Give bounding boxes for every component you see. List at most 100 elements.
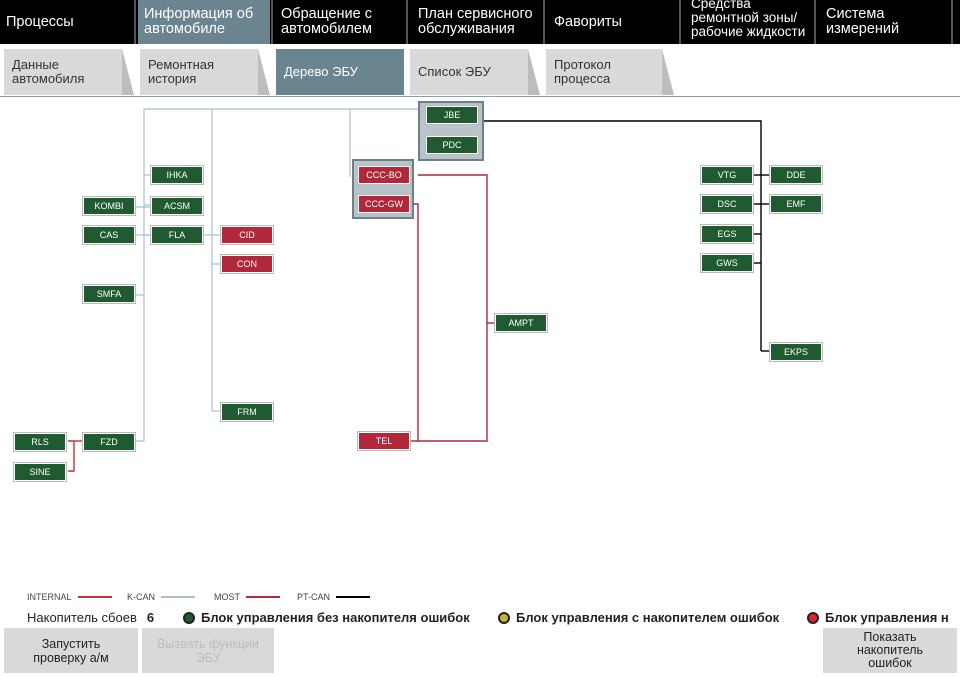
tab-processes[interactable]: Процессы <box>0 0 134 44</box>
tab-measuring-system[interactable]: Система измерений <box>820 0 950 44</box>
ptcan-lines <box>482 120 769 352</box>
ecu-con[interactable]: CON <box>220 254 274 274</box>
legend-most-label: MOST <box>214 592 240 602</box>
most-lines <box>410 174 494 442</box>
legend-internal-label: INTERNAL <box>27 592 72 602</box>
tab-vehicle-info[interactable]: Информация об автомобиле <box>138 0 270 44</box>
ecu-ccc-gw[interactable]: CCC-GW <box>357 194 411 214</box>
ecu-jbe-label: JBE <box>443 110 461 120</box>
ecu-vtg[interactable]: VTG <box>700 165 754 185</box>
tab-vehicle-info-label: Информация об автомобиле <box>144 6 254 37</box>
ecu-ccc-bo[interactable]: CCC-BO <box>357 165 411 185</box>
ecu-tel[interactable]: TEL <box>357 431 411 451</box>
ecu-gws[interactable]: GWS <box>700 253 754 273</box>
legend-ptcan-label: PT-CAN <box>297 592 331 602</box>
tab-divider <box>271 0 273 44</box>
ecu-gws-label: GWS <box>716 258 738 268</box>
tab-fold-decoration <box>528 49 540 95</box>
legend-most: MOST <box>214 592 280 602</box>
ecu-pdc-label: PDC <box>442 140 462 150</box>
fault-memory-label: Накопитель сбоев <box>27 610 137 625</box>
top-navigation: Процессы Информация об автомобиле Обраще… <box>0 0 960 44</box>
tab-measuring-system-label: Система измерений <box>826 6 900 37</box>
ecu-smfa-label: SMFA <box>96 289 122 299</box>
legend-kcan-label: K-CAN <box>127 592 156 602</box>
subtab-ecu-list[interactable]: Список ЭБУ <box>410 49 540 95</box>
tab-workshop-tools-label: Средства ремонтной зоны/ рабочие жидкост… <box>691 0 806 39</box>
ecu-egs[interactable]: EGS <box>700 224 754 244</box>
call-ecu-functions-label: Вызвать функции ЭБУ <box>157 636 259 665</box>
subtab-process-log[interactable]: Протокол процесса <box>546 49 674 95</box>
ecu-acsm[interactable]: ACSM <box>150 196 204 216</box>
key-with-fault: Блок управления с накопителем ошибок <box>498 610 779 625</box>
ecu-pdc[interactable]: PDC <box>425 135 479 155</box>
ecu-dde-label: DDE <box>786 170 806 180</box>
legend-internal-swatch <box>77 596 112 598</box>
ecu-frm-label: FRM <box>237 407 257 417</box>
legend-kcan-swatch <box>161 596 196 598</box>
status-row: Накопитель сбоев 6 Блок управления без н… <box>0 608 960 628</box>
ecu-ihka[interactable]: IHKA <box>150 165 204 185</box>
show-fault-memory-button[interactable]: Показать накопитель ошибок <box>823 628 957 673</box>
start-vehicle-check-label: Запустить проверку а/м <box>33 636 109 665</box>
key-with-fault-label: Блок управления с накопителем ошибок <box>516 610 780 625</box>
tab-vehicle-handling[interactable]: Обращение с автомобилем <box>275 0 405 44</box>
subtab-ecu-list-label: Список ЭБУ <box>418 64 491 79</box>
red-status-dot-icon <box>807 611 819 624</box>
legend-most-swatch <box>246 596 280 598</box>
tab-processes-label: Процессы <box>6 13 74 30</box>
ecu-fla[interactable]: FLA <box>150 225 204 245</box>
tab-workshop-tools[interactable]: Средства ремонтной зоны/ рабочие жидкост… <box>685 0 813 44</box>
ecu-fzd[interactable]: FZD <box>82 432 136 452</box>
ecu-ccc-bo-label: CCC-BO <box>366 170 402 180</box>
ecu-fla-label: FLA <box>168 230 186 240</box>
key-no-fault: Блок управления без накопителя ошибок <box>183 610 470 625</box>
ecu-ampt[interactable]: AMPT <box>494 313 548 333</box>
ecu-smfa[interactable]: SMFA <box>82 284 136 304</box>
green-status-dot-icon <box>183 611 195 624</box>
ecu-emf[interactable]: EMF <box>769 194 823 214</box>
subtab-vehicle-data[interactable]: Данные автомобиля <box>4 49 134 95</box>
key-third-label: Блок управления н <box>825 610 949 625</box>
legend-kcan: K-CAN <box>127 592 196 602</box>
ecu-cid[interactable]: CID <box>220 225 274 245</box>
ecu-cas[interactable]: CAS <box>82 225 136 245</box>
ecu-emf-label: EMF <box>786 199 806 209</box>
legend-ptcan-swatch <box>336 596 371 598</box>
ecu-ekps-label: EKPS <box>783 347 808 357</box>
ecu-sine[interactable]: SINE <box>13 462 67 482</box>
ecu-vtg-label: VTG <box>717 170 737 180</box>
subtab-ecu-tree[interactable]: Дерево ЭБУ <box>276 49 404 95</box>
ecu-jbe[interactable]: JBE <box>425 105 479 125</box>
ecu-kombi[interactable]: KOMBI <box>82 196 136 216</box>
subtab-repair-history[interactable]: Ремонтная история <box>140 49 270 95</box>
ecu-dde[interactable]: DDE <box>769 165 823 185</box>
tab-favorites-label: Фавориты <box>554 13 622 30</box>
tab-divider <box>543 0 545 44</box>
ecu-kombi-label: KOMBI <box>94 201 124 211</box>
show-fault-memory-label: Показать накопитель ошибок <box>856 630 924 670</box>
ecu-ekps[interactable]: EKPS <box>769 342 823 362</box>
tab-divider <box>406 0 408 44</box>
tab-divider <box>134 0 136 44</box>
legend-internal: INTERNAL <box>27 592 112 602</box>
tab-favorites[interactable]: Фавориты <box>548 0 678 44</box>
tab-divider <box>951 0 953 44</box>
tab-fold-decoration <box>662 49 674 95</box>
tab-divider <box>679 0 681 44</box>
ecu-rls[interactable]: RLS <box>13 432 67 452</box>
ecu-dsc[interactable]: DSC <box>700 194 754 214</box>
subtab-process-log-label: Протокол процесса <box>554 57 611 86</box>
tab-divider <box>814 0 816 44</box>
ecu-ihka-label: IHKA <box>166 170 188 180</box>
start-vehicle-check-button[interactable]: Запустить проверку а/м <box>4 628 138 673</box>
internal-lines <box>68 440 82 472</box>
tab-vehicle-handling-label: Обращение с автомобилем <box>281 6 372 37</box>
tab-fold-decoration <box>122 49 134 95</box>
ecu-sine-label: SINE <box>29 467 51 477</box>
legend-ptcan: PT-CAN <box>297 592 371 602</box>
call-ecu-functions-button[interactable]: Вызвать функции ЭБУ <box>142 628 274 673</box>
ecu-frm[interactable]: FRM <box>220 402 274 422</box>
yellow-status-dot-icon <box>498 611 510 624</box>
tab-service-plan[interactable]: План сервисного обслуживания <box>412 0 542 44</box>
